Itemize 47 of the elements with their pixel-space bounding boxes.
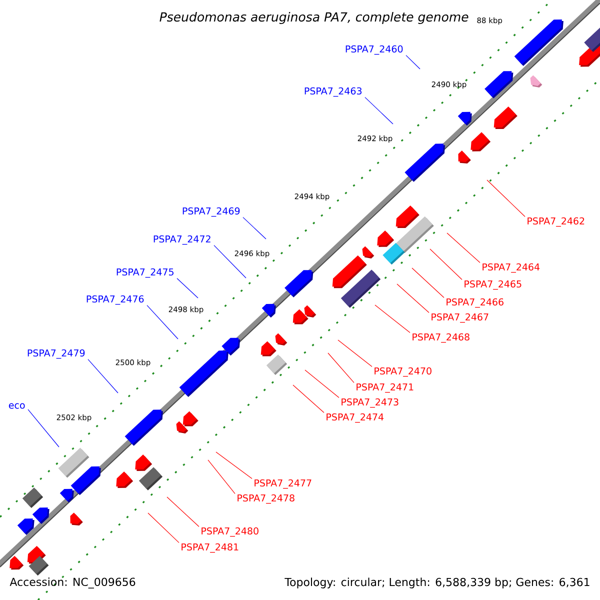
leader-line xyxy=(166,496,200,527)
leader-line xyxy=(214,245,246,278)
leader-line xyxy=(338,340,372,367)
gene-label: PSPA7_2460 xyxy=(346,45,403,55)
gene-label: PSPA7_2472 xyxy=(154,235,210,245)
leader-line xyxy=(28,409,60,448)
footer-text: Accession: NC_009656 xyxy=(10,578,136,588)
gene-label: PSPA7_2479 xyxy=(28,349,85,359)
leader-line xyxy=(446,232,480,263)
gene-label: PSPA7_2467 xyxy=(432,313,488,323)
leader-line xyxy=(176,278,198,298)
leader-line xyxy=(412,268,444,298)
leader-line xyxy=(88,359,118,394)
gene-label: PSPA7_2475 xyxy=(116,268,174,278)
gene-label: PSPA7_2473 xyxy=(342,398,398,408)
gene-label: PSPA7_2469 xyxy=(182,207,240,217)
gene-label: PSPA7_2465 xyxy=(464,280,522,290)
gene-label: PSPA7_2466 xyxy=(446,298,504,308)
footer-text: Topology: circular; Length: 6,588,339 bp; Genes: 6,361 xyxy=(284,578,590,588)
gene-label: PSPA7_2481 xyxy=(182,543,238,553)
gene-label: eco xyxy=(8,403,25,409)
leader-line xyxy=(304,370,340,398)
leader-line xyxy=(406,55,420,70)
leader-line xyxy=(146,305,178,340)
leader-line xyxy=(364,97,394,124)
leader-line xyxy=(208,460,236,494)
gene-label: PSPA7_2477 xyxy=(254,479,312,489)
leader-line xyxy=(148,512,180,543)
gene-label: PSPA7_2462 xyxy=(528,217,584,227)
gene-label: PSPA7_2476 xyxy=(86,295,144,305)
gene-label: PSPA7_2468 xyxy=(412,333,470,343)
gene-label: PSPA7_2470 xyxy=(374,367,432,377)
gene-label: PSPA7_2463 xyxy=(304,87,362,97)
gene-label: PSPA7_2478 xyxy=(238,494,294,504)
gene-label: PSPA7_2474 xyxy=(326,413,384,423)
leader-line xyxy=(292,384,324,413)
gene-label: PSPA7_2464 xyxy=(482,263,540,273)
gene-label: PSPA7_2471 xyxy=(356,383,414,393)
leader-line xyxy=(396,284,430,313)
leader-line xyxy=(242,217,266,240)
title: Pseudomonas aeruginosa PA7, complete genome xyxy=(160,12,468,24)
leader-line xyxy=(328,352,354,383)
leader-line xyxy=(430,248,462,280)
leader-line xyxy=(216,452,252,479)
leader-line xyxy=(374,304,410,333)
gene-label: PSPA7_2480 xyxy=(202,527,258,537)
leader-line xyxy=(486,180,526,217)
